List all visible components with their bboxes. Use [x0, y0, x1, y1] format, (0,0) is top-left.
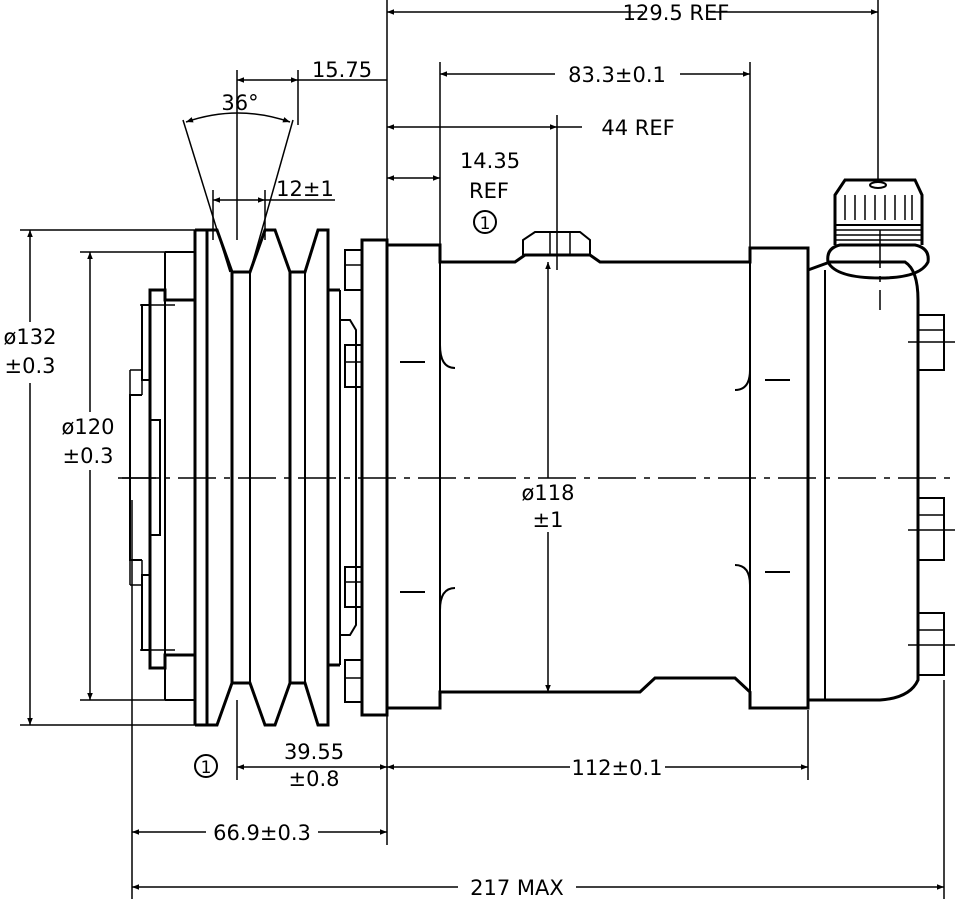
- dia-118-label: ø118: [522, 481, 575, 505]
- extension-lines: [20, 0, 945, 899]
- body-length-label: 83.3±0.1: [568, 63, 666, 87]
- groove-angle-label: 36°: [221, 91, 258, 115]
- pulley: [195, 228, 341, 727]
- pulley-to-flange-label: 15.75: [312, 58, 372, 82]
- groove-width-label: 12±1: [276, 177, 334, 201]
- pulley-center-tolerance: ±0.8: [289, 767, 340, 791]
- dimension-lines: [27, 9, 944, 890]
- flange-offset-ref: REF: [469, 179, 509, 203]
- max-length-label: 217 MAX: [470, 876, 564, 899]
- dia-120-label: ø120: [62, 415, 115, 439]
- dia-132-tolerance: ±0.3: [5, 354, 56, 378]
- rear-head: [807, 260, 955, 702]
- clutch-length-label: 66.9±0.3: [213, 821, 311, 845]
- note-callout-top-label: 1: [480, 214, 491, 234]
- service-valve: [826, 178, 930, 280]
- note-callouts: 1 1: [194, 210, 497, 778]
- offset-44-label: 44 REF: [601, 116, 674, 140]
- dimension-labels: 129.5 REF 83.3±0.1 44 REF 14.35 REF 15.7…: [4, 1, 730, 899]
- flange-offset-value: 14.35: [460, 149, 520, 173]
- dia-118-tolerance: ±1: [533, 508, 564, 532]
- dia-120-tolerance: ±0.3: [63, 444, 114, 468]
- note-callout-bottom-label: 1: [201, 758, 212, 778]
- center-lines: [118, 230, 955, 479]
- dia-132-label: ø132: [4, 325, 57, 349]
- compressor-body: [385, 231, 810, 710]
- mount-length-label: 112±0.1: [571, 756, 662, 780]
- overall-length-label: 129.5 REF: [623, 1, 730, 25]
- pulley-center-label: 39.55: [284, 740, 344, 764]
